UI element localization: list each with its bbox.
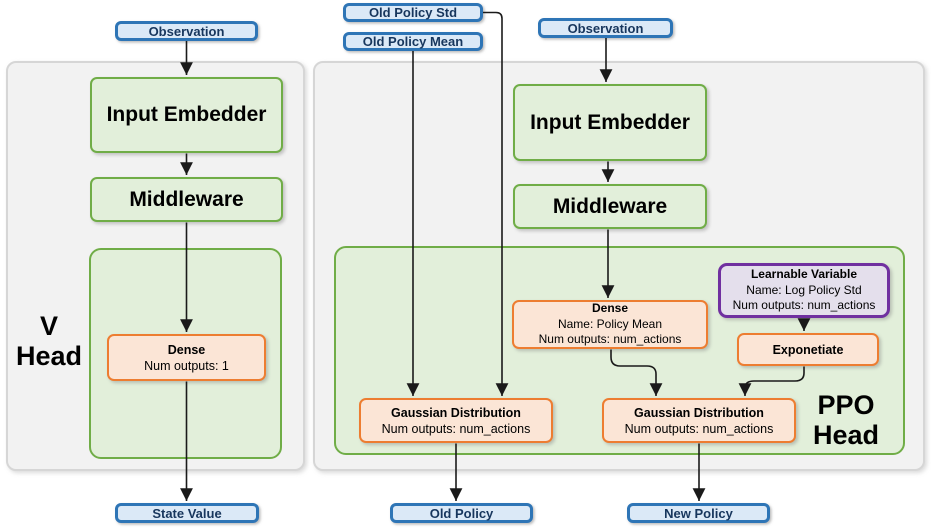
node-exponetiate: Exponetiate [737,333,879,366]
node-dense-policy-mean-title: Dense [591,301,629,316]
node-learnable-variable-name: Name: Log Policy Std [746,282,862,297]
node-learnable-variable: Learnable Variable Name: Log Policy Std … [718,263,890,318]
node-learnable-variable-outputs: Num outputs: num_actions [732,298,876,313]
node-observation-right: Observation [538,18,673,38]
node-old-policy-std: Old Policy Std [343,3,483,22]
v-head-label-line2: Head [15,341,83,372]
node-input-embedder-right: Input Embedder [513,84,707,161]
node-dense-v: Dense Num outputs: 1 [107,334,266,381]
node-dense-policy-mean-name: Name: Policy Mean [557,316,663,331]
node-dense-v-title: Dense [167,342,206,357]
node-gaussian-old-outputs: Num outputs: num_actions [381,421,531,436]
node-state-value: State Value [115,503,259,523]
node-old-policy-output: Old Policy [390,503,533,523]
node-learnable-variable-title: Learnable Variable [750,267,858,282]
node-dense-v-outputs: Num outputs: 1 [144,358,229,373]
node-exponetiate-label: Exponetiate [772,342,844,357]
ppo-head-label: PPO Head [798,390,894,450]
node-old-policy-mean: Old Policy Mean [343,32,483,51]
node-gaussian-old-title: Gaussian Distribution [391,405,521,420]
node-observation-left: Observation [115,21,258,41]
node-gaussian-distribution-old: Gaussian Distribution Num outputs: num_a… [359,398,553,443]
v-head-label: V Head [9,311,89,371]
node-middleware-left: Middleware [90,177,283,222]
v-head-label-line1: V [39,311,58,341]
node-gaussian-distribution-new: Gaussian Distribution Num outputs: num_a… [602,398,796,443]
node-gaussian-new-title: Gaussian Distribution [634,405,764,420]
node-input-embedder-left: Input Embedder [90,77,283,153]
node-middleware-right: Middleware [513,184,707,229]
node-dense-policy-mean-outputs: Num outputs: num_actions [538,332,682,347]
node-dense-policy-mean: Dense Name: Policy Mean Num outputs: num… [512,300,708,349]
ppo-head-label-line1: PPO [817,390,875,420]
node-gaussian-new-outputs: Num outputs: num_actions [624,421,774,436]
ppo-head-label-line2: Head [812,420,880,451]
node-new-policy-output: New Policy [627,503,770,523]
